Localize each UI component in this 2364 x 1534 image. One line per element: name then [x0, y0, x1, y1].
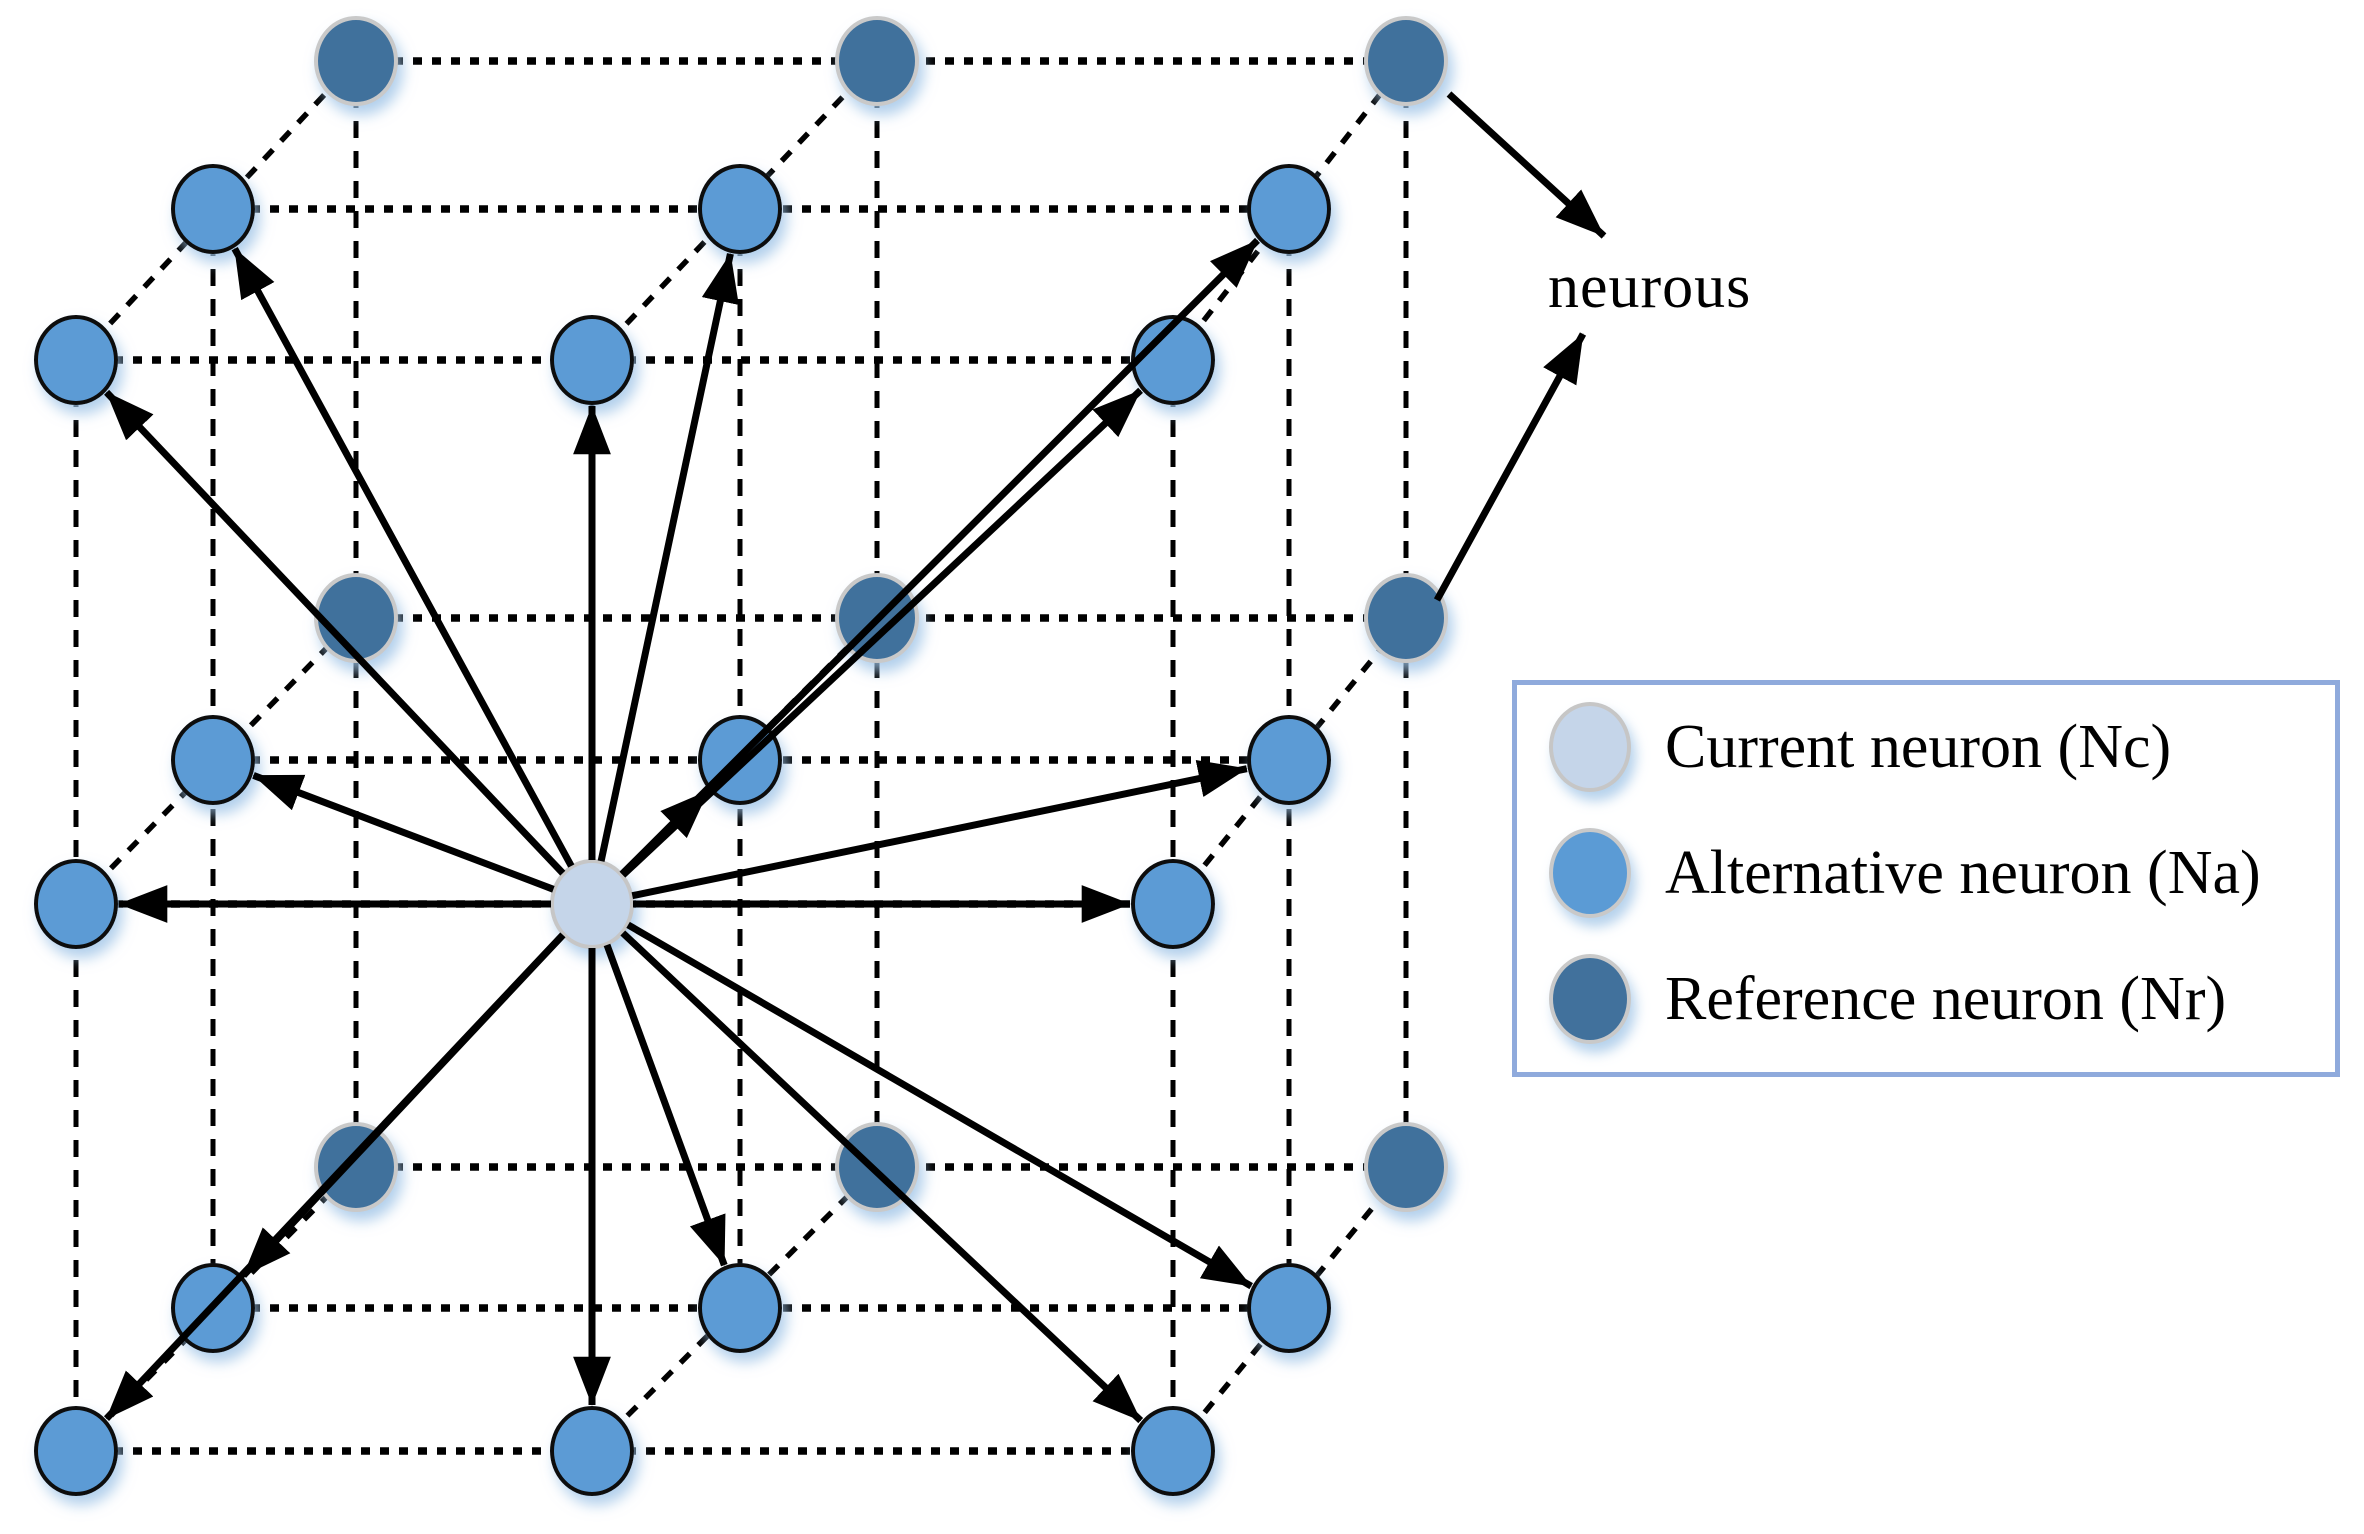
- reference-neuron-node: [1364, 1122, 1448, 1212]
- alternative-neuron-node: [1131, 859, 1215, 949]
- reference-neuron-node: [1364, 16, 1448, 106]
- relation-arrow: [104, 389, 566, 876]
- relation-arrow: [252, 772, 555, 893]
- alternative-neuron-node: [698, 164, 782, 254]
- alternative-neuron-node: [550, 315, 634, 405]
- neurous-pointer-arrow: [1433, 332, 1587, 602]
- current-neuron-swatch: [1549, 702, 1631, 792]
- relation-arrow: [626, 921, 1253, 1290]
- legend-label-reference: Reference neuron (Nr): [1665, 965, 2227, 1033]
- relation-arrow: [619, 788, 711, 877]
- reference-neuron-node: [835, 16, 919, 106]
- legend-item-reference: Reference neuron (Nr): [1549, 954, 2226, 1044]
- alternative-neuron-swatch: [1549, 828, 1631, 918]
- relation-arrow: [240, 932, 566, 1278]
- relation-arrow: [631, 759, 1248, 900]
- alternative-neuron-node: [171, 715, 255, 805]
- reference-neuron-node: [314, 16, 398, 106]
- alternative-neuron-node: [1247, 1263, 1331, 1353]
- relation-arrow: [597, 253, 739, 862]
- alternative-neuron-node: [550, 1406, 634, 1496]
- reference-neuron-node: [1364, 573, 1448, 663]
- relation-arrow: [620, 930, 1144, 1424]
- alternative-neuron-node: [1247, 164, 1331, 254]
- relation-arrow: [619, 237, 1260, 877]
- legend-item-current: Current neuron (Nc): [1549, 702, 2171, 792]
- legend-label-current: Current neuron (Nc): [1665, 713, 2172, 781]
- reference-neuron-swatch: [1549, 954, 1631, 1044]
- alternative-neuron-node: [1247, 715, 1331, 805]
- relation-arrow: [603, 943, 728, 1267]
- alternative-neuron-node: [698, 1263, 782, 1353]
- alternative-neuron-node: [1131, 315, 1215, 405]
- neurous-label: neurous: [1548, 253, 1752, 321]
- current-neuron-node: [550, 859, 634, 949]
- reference-neuron-node: [314, 1122, 398, 1212]
- relation-arrow: [231, 247, 575, 868]
- reference-neuron-node: [314, 573, 398, 663]
- legend-item-alternative: Alternative neuron (Na): [1549, 828, 2261, 918]
- alternative-neuron-node: [34, 859, 118, 949]
- alternative-neuron-node: [34, 1406, 118, 1496]
- alternative-neuron-node: [1131, 1406, 1215, 1496]
- legend-box: Current neuron (Nc) Alternative neuron (…: [1512, 680, 2340, 1077]
- alternative-neuron-node: [171, 164, 255, 254]
- depth-line: [74, 1165, 358, 1453]
- legend-label-alternative: Alternative neuron (Na): [1665, 839, 2261, 907]
- alternative-neuron-node: [34, 315, 118, 405]
- neurous-pointer-arrow: [1446, 91, 1607, 239]
